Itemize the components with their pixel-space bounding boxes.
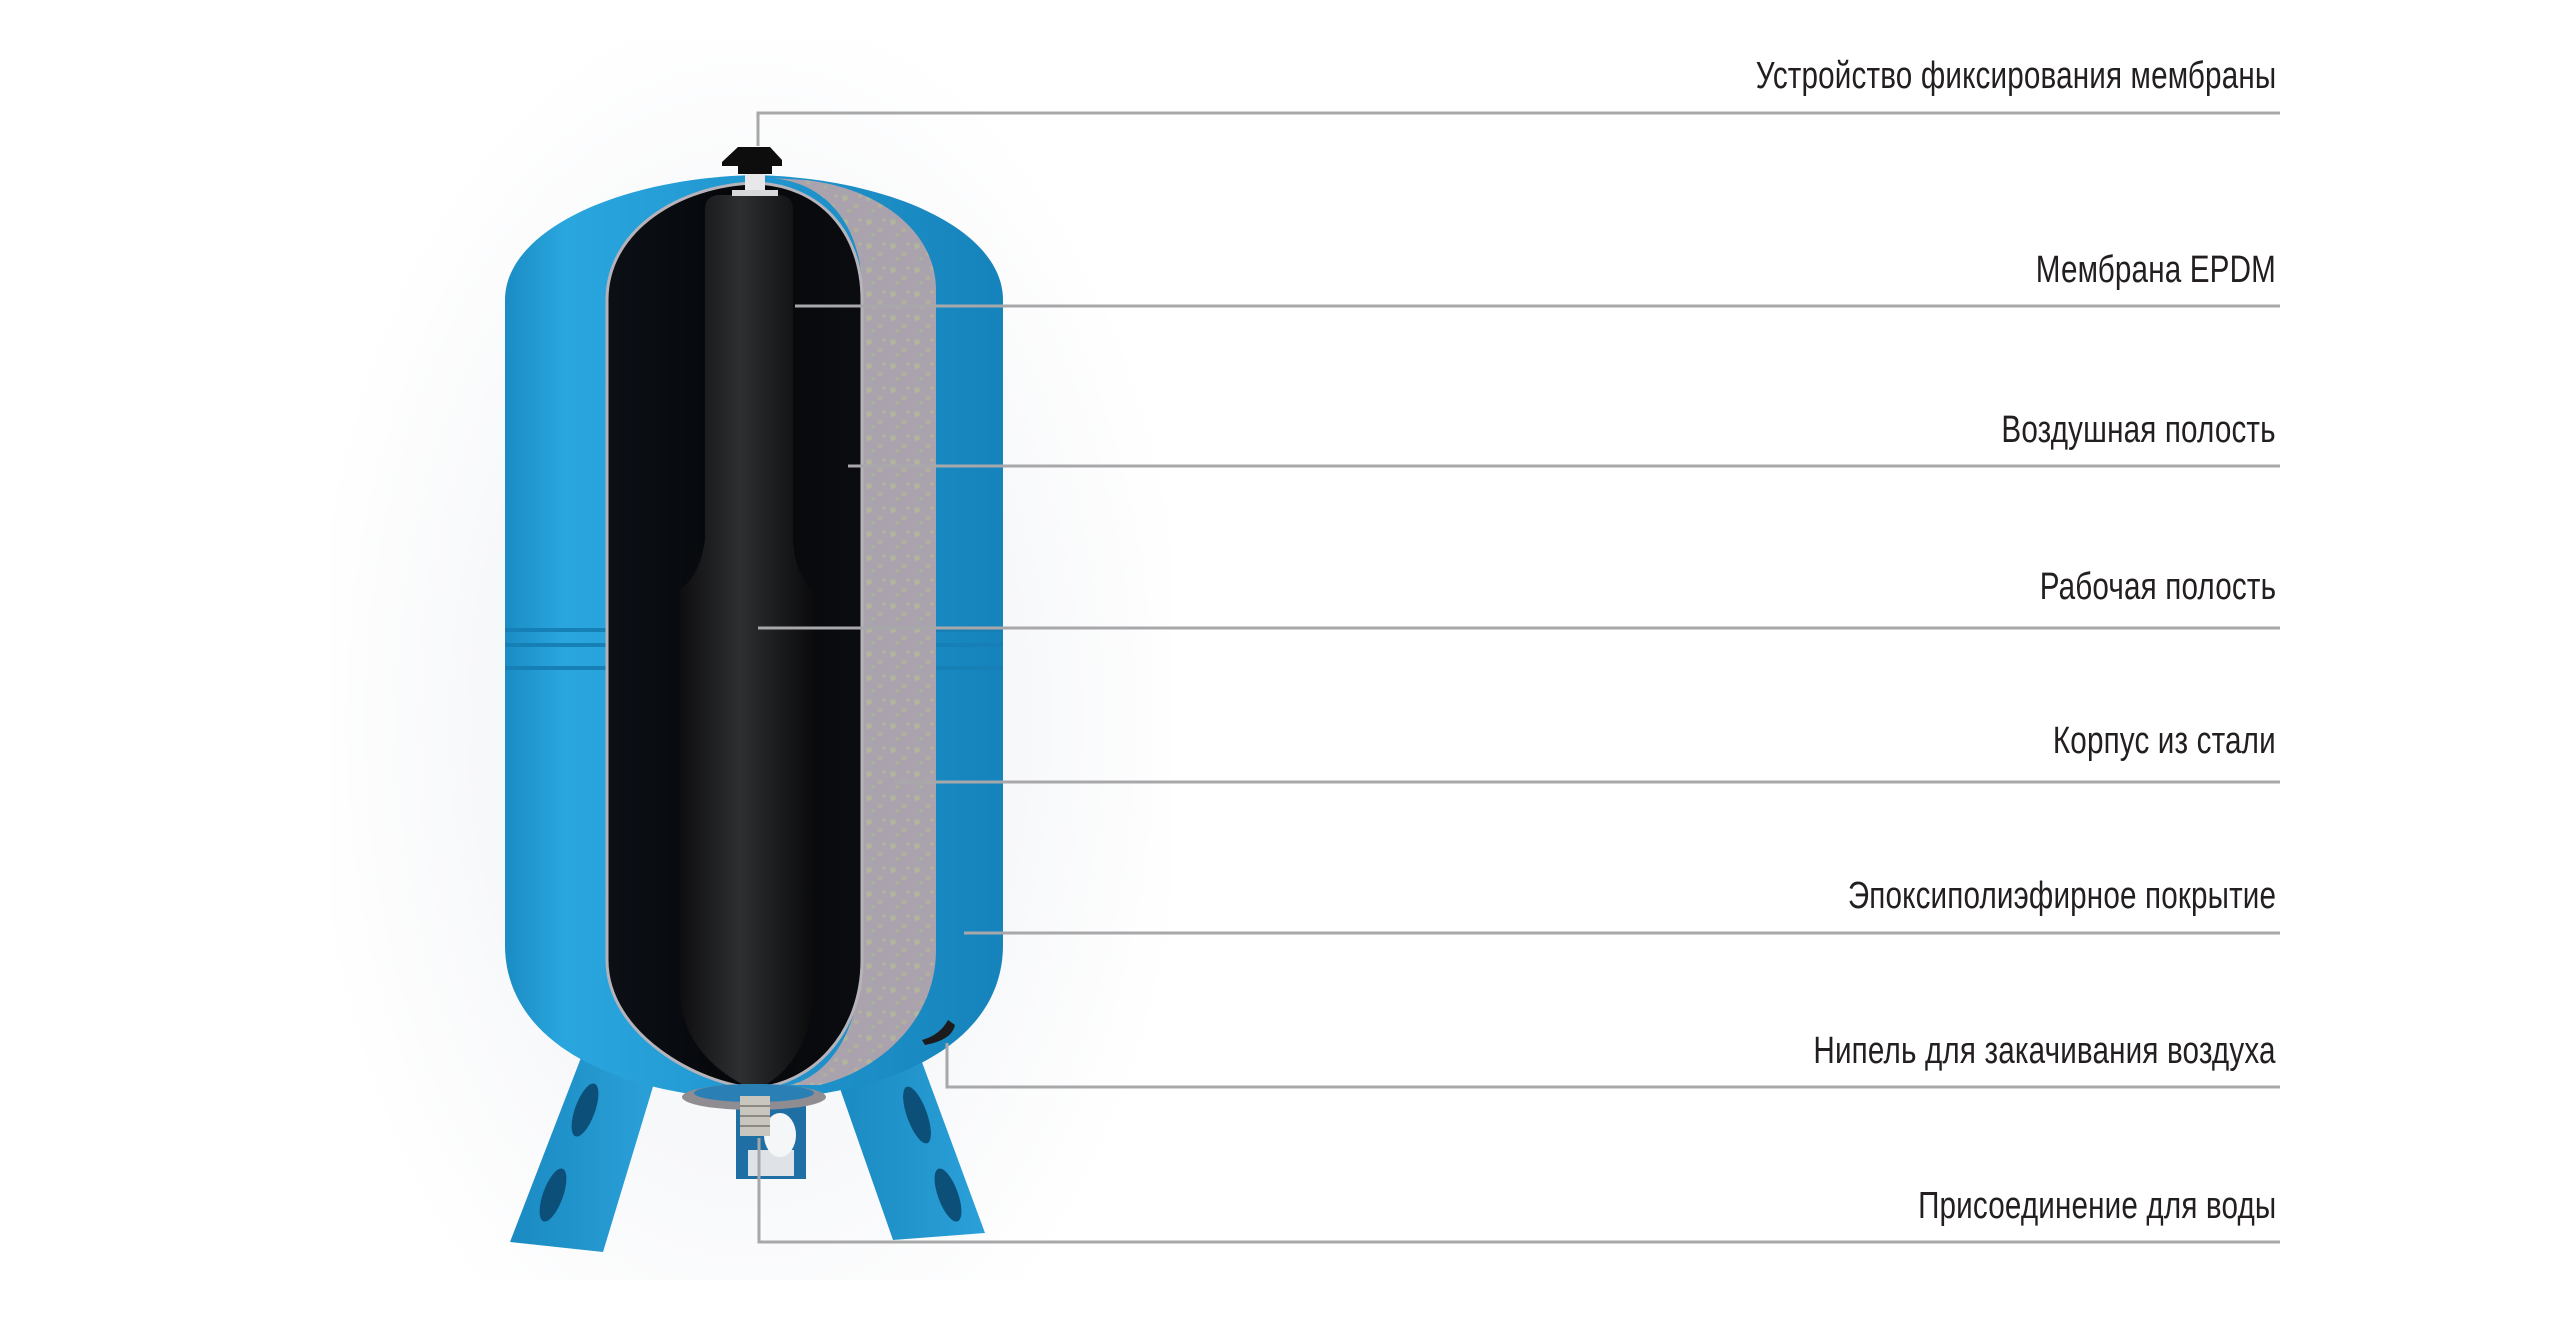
- label-membrane-epdm: Мембрана EPDM: [2035, 249, 2276, 291]
- label-air-valve: Нипель для закачивания воздуха: [1813, 1030, 2276, 1072]
- steel-body-section: [770, 178, 936, 1085]
- label-air-chamber: Воздушная полость: [2001, 409, 2276, 451]
- membrane-fixing-device: [722, 147, 782, 196]
- leader-water-connection: [757, 1138, 2280, 1244]
- water-connection-fitting: [682, 1084, 826, 1136]
- tank-seam: [505, 628, 1003, 670]
- label-epoxy-coating: Эпоксиполиэфирное покрытие: [1847, 875, 2276, 917]
- leader-lines: [756, 111, 2280, 1244]
- air-valve-nipple: [922, 1020, 955, 1045]
- tank-legs: [510, 1050, 985, 1252]
- label-water-connection: Присоединение для воды: [1917, 1185, 2276, 1227]
- label-working-chamber: Рабочая полость: [2039, 566, 2276, 608]
- label-steel-body: Корпус из стали: [2053, 720, 2276, 762]
- label-membrane-fixing: Устройство фиксирования мембраны: [1755, 55, 2276, 97]
- leader-membrane-fixing: [756, 111, 2280, 146]
- leader-air-valve: [945, 1043, 2280, 1089]
- membrane-epdm-shape: [680, 195, 813, 1090]
